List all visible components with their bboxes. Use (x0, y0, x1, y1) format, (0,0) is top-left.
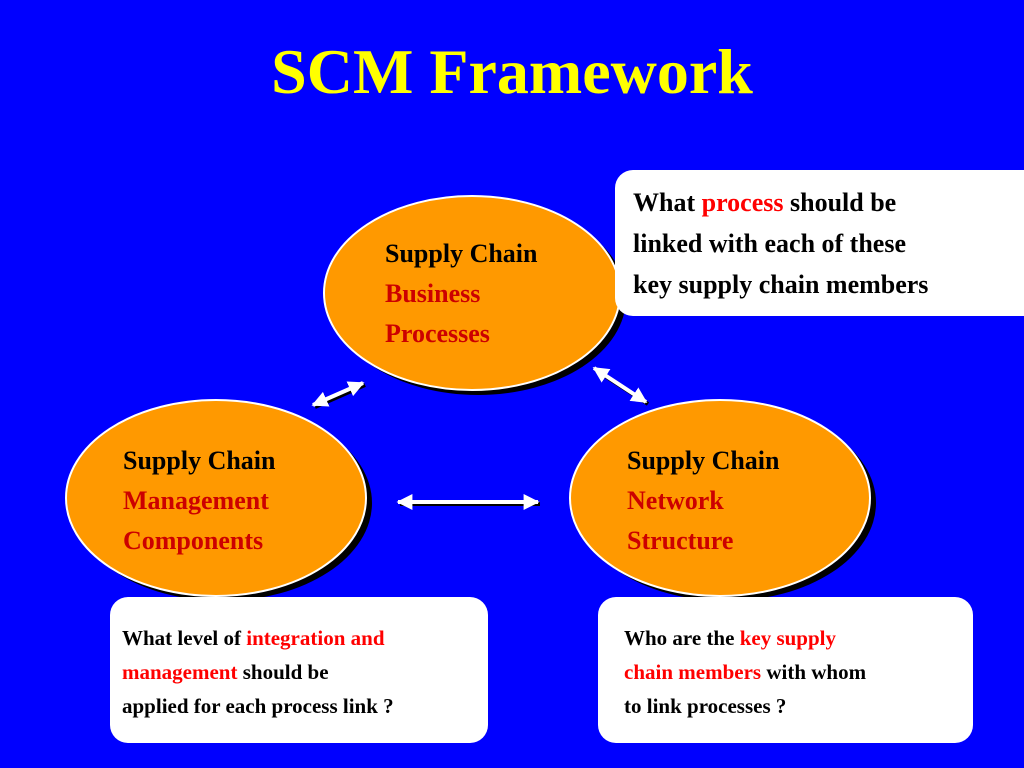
question-box-members: Who are the key supply chain members wit… (598, 597, 973, 743)
q-top-b: linked with each of these (633, 229, 906, 258)
q-right-a2: key supply (739, 626, 836, 650)
q-right-a1: Who are the (624, 626, 740, 650)
q-left-a2: integration and (246, 626, 385, 650)
page-title: SCM Framework (271, 36, 753, 107)
q-top-a1: What (633, 188, 702, 217)
oval-management-components (65, 399, 367, 597)
node-business-processes: Supply Chain Business Processes (385, 234, 537, 354)
node-left-line1: Supply Chain (123, 446, 276, 475)
q-left-a1: What level of (122, 626, 247, 650)
node-right-line3: Structure (627, 526, 734, 555)
q-right-c: to link processes ? (624, 694, 787, 718)
q-top-c: key supply chain members (633, 270, 929, 299)
oval-network-structure (569, 399, 871, 597)
node-top-line1: Supply Chain (385, 239, 538, 268)
arrow-top-right (592, 366, 648, 404)
node-right-line1: Supply Chain (627, 446, 780, 475)
q-left-b1: management (122, 660, 238, 684)
node-top-line3: Processes (385, 319, 490, 348)
node-top-line2: Business (385, 279, 481, 308)
node-right-line2: Network (627, 486, 724, 515)
q-left-b2: should be (237, 660, 329, 684)
question-box-process: What process should be linked with each … (615, 170, 1024, 316)
q-right-b2: with whom (761, 660, 867, 684)
q-right-b1: chain members (624, 660, 762, 684)
node-left-line2: Management (123, 486, 269, 515)
arrow-left-top (311, 381, 365, 407)
node-management-components: Supply Chain Management Components (123, 441, 275, 561)
q-top-a3: should be (783, 188, 897, 217)
question-box-integration: What level of integration and management… (110, 597, 488, 743)
node-network-structure: Supply Chain Network Structure (627, 441, 779, 561)
q-top-a2: process (701, 188, 784, 217)
node-left-line3: Components (123, 526, 264, 555)
q-left-c: applied for each process link ? (122, 694, 394, 718)
